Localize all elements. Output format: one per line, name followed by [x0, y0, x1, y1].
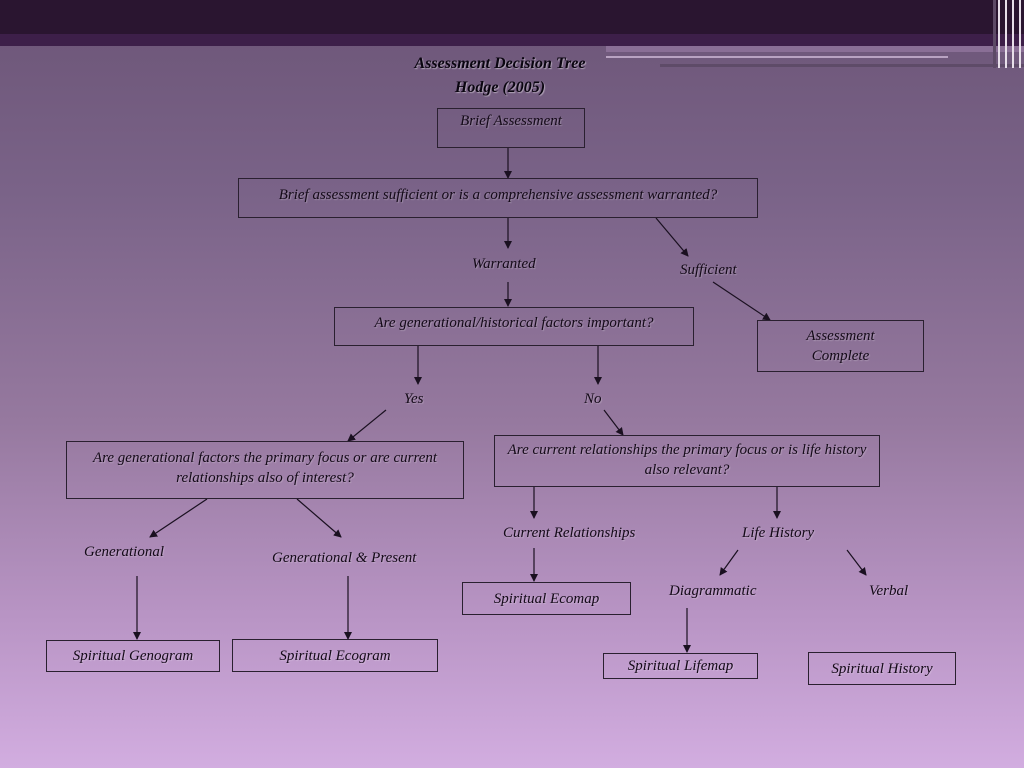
generational-present-label: Generational & Present	[272, 550, 417, 566]
assessment-complete-label: Assessment Complete	[806, 328, 875, 364]
arrow-life-history-to-diagrammatic	[719, 549, 739, 576]
title-line-1: Assessment Decision Tree	[414, 55, 586, 72]
current-relationships-question-box: Are current relationships the primary fo…	[494, 435, 880, 487]
spiritual-ecomap-box: Spiritual Ecomap	[462, 582, 631, 615]
header-stripe-thin	[606, 56, 948, 58]
generational-label: Generational	[84, 544, 164, 560]
generational-question-box: Are generational/historical factors impo…	[334, 307, 694, 346]
yes-label: Yes	[404, 391, 424, 407]
spiritual-ecogram-box: Spiritual Ecogram	[232, 639, 438, 672]
life-history-label: Life History	[742, 525, 815, 541]
header-vbar	[993, 0, 996, 68]
arrow-yes-to-primary-q	[347, 409, 387, 442]
spiritual-history-label: Spiritual History	[831, 660, 933, 677]
current-relationships-question-label: Are current relationships the primary fo…	[507, 442, 867, 478]
arrow-primary-to-generational	[149, 498, 208, 538]
arrow-primary-to-gen-present	[296, 498, 342, 538]
diagram-title: Assessment Decision Tree Hodge (2005)	[350, 52, 650, 100]
spiritual-history-box: Spiritual History	[808, 652, 956, 685]
spiritual-genogram-label: Spiritual Genogram	[72, 648, 194, 664]
header-stripe	[606, 46, 1024, 52]
title-line-2: Hodge (2005)	[454, 79, 546, 96]
spiritual-genogram-box: Spiritual Genogram	[46, 640, 220, 672]
current-relationships-label: Current Relationships	[503, 525, 636, 541]
warranted-label: Warranted	[472, 256, 536, 272]
assessment-complete-box: Assessment Complete	[757, 320, 924, 372]
brief-assessment-box: Brief Assessment	[437, 108, 585, 148]
arrow-question-to-sufficient	[655, 217, 689, 257]
header-bar	[0, 0, 1024, 34]
spiritual-lifemap-box: Spiritual Lifemap	[603, 653, 758, 679]
header-vline	[998, 0, 1000, 68]
sufficiency-question-label: Brief assessment sufficient or is a comp…	[278, 187, 718, 203]
diagrammatic-label: Diagrammatic	[669, 583, 757, 599]
brief-assessment-label: Brief Assessment	[460, 113, 562, 129]
header-vline	[1012, 0, 1014, 68]
primary-generational-question-label: Are generational factors the primary foc…	[92, 450, 438, 486]
sufficient-label: Sufficient	[680, 262, 737, 278]
header-band	[0, 34, 1024, 46]
header-vline	[1005, 0, 1007, 68]
header-stripe-lower	[660, 64, 1024, 67]
spiritual-ecomap-label: Spiritual Ecomap	[493, 590, 600, 607]
generational-question-label: Are generational/historical factors impo…	[374, 315, 654, 331]
no-label: No	[584, 391, 602, 407]
primary-generational-question-box: Are generational factors the primary foc…	[66, 441, 464, 499]
header-vline	[1019, 0, 1021, 68]
sufficiency-question-box: Brief assessment sufficient or is a comp…	[238, 178, 758, 218]
arrow-life-history-to-verbal	[846, 549, 867, 576]
spiritual-ecogram-label: Spiritual Ecogram	[279, 647, 391, 664]
arrow-sufficient-to-complete	[712, 281, 771, 321]
arrow-no-to-current-q	[603, 409, 624, 436]
verbal-label: Verbal	[869, 583, 909, 599]
spiritual-lifemap-label: Spiritual Lifemap	[627, 658, 734, 674]
